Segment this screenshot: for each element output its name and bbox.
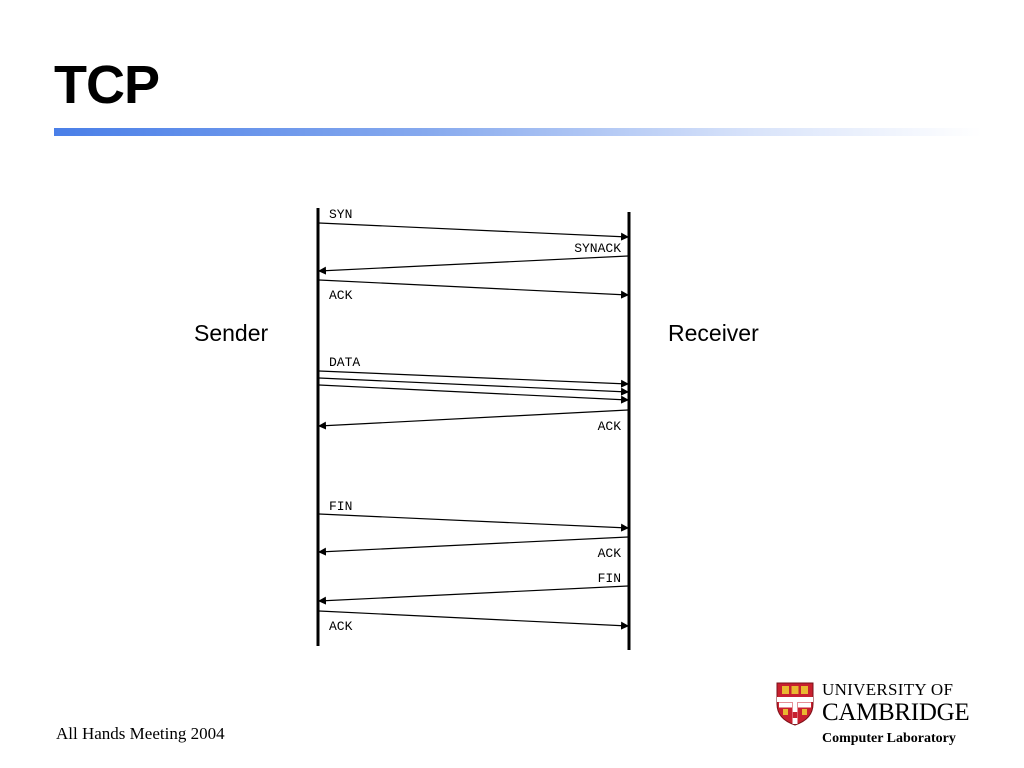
message-label: FIN [598, 571, 621, 586]
message-label: ACK [598, 546, 622, 561]
message-arrow [318, 610, 629, 630]
cambridge-shield-icon [776, 682, 814, 726]
message-arrow [318, 585, 629, 605]
message-label: FIN [329, 499, 352, 514]
message-arrow [318, 222, 629, 241]
message-arrow [318, 513, 629, 532]
footer-text: All Hands Meeting 2004 [56, 724, 225, 743]
slide-title: TCP [54, 55, 160, 115]
message-label: ACK [598, 419, 622, 434]
title-underline [54, 128, 982, 136]
message-arrow [318, 255, 629, 275]
logo-computer-laboratory: Computer Laboratory [822, 731, 956, 746]
message-arrow [318, 409, 629, 430]
message-arrow [318, 377, 629, 396]
receiver-label: Receiver [668, 320, 759, 346]
logo-cambridge: CAMBRIDGE [822, 699, 970, 726]
message-label: ACK [329, 288, 353, 303]
message-arrow [318, 384, 629, 404]
message-label: DATA [329, 355, 360, 370]
message-arrow [318, 370, 629, 388]
message-label: SYN [329, 207, 352, 222]
sender-label: Sender [194, 320, 269, 346]
message-label: SYNACK [574, 241, 621, 256]
message-arrow [318, 279, 629, 299]
message-group: SYN SYNACK ACK DATA ACK FIN ACK FIN ACK [318, 207, 629, 634]
message-arrow [318, 536, 629, 556]
message-label: ACK [329, 619, 353, 634]
logo-university-of: UNIVERSITY OF [822, 680, 954, 699]
university-logo: UNIVERSITY OF CAMBRIDGE Computer Laborat… [776, 680, 986, 750]
